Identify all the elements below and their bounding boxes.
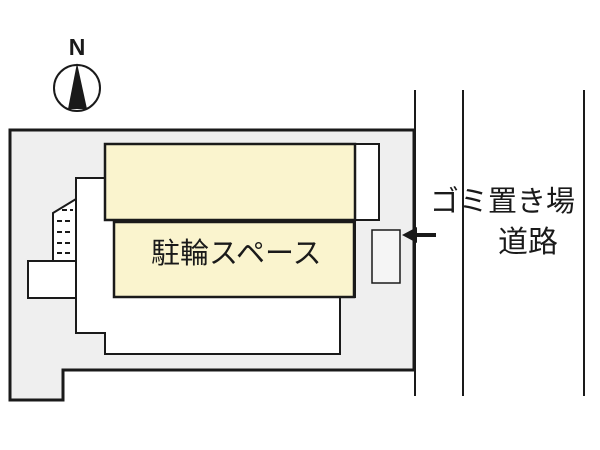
compass-needle-icon — [68, 63, 87, 109]
garbage-spot — [371, 229, 401, 284]
compass — [53, 63, 101, 112]
annex-outline — [27, 260, 77, 299]
garbage-area-label: ゴミ置き場 — [430, 186, 576, 218]
road-label: 道路 — [498, 226, 558, 259]
bicycle-space-label: 駐輪スペース — [151, 238, 322, 270]
garbage-arrow-icon — [402, 227, 436, 243]
stairs-steps — [57, 209, 73, 254]
north-label: N — [68, 34, 86, 60]
highlight-area-upper — [103, 142, 357, 222]
bicycle-space-area — [112, 220, 356, 299]
